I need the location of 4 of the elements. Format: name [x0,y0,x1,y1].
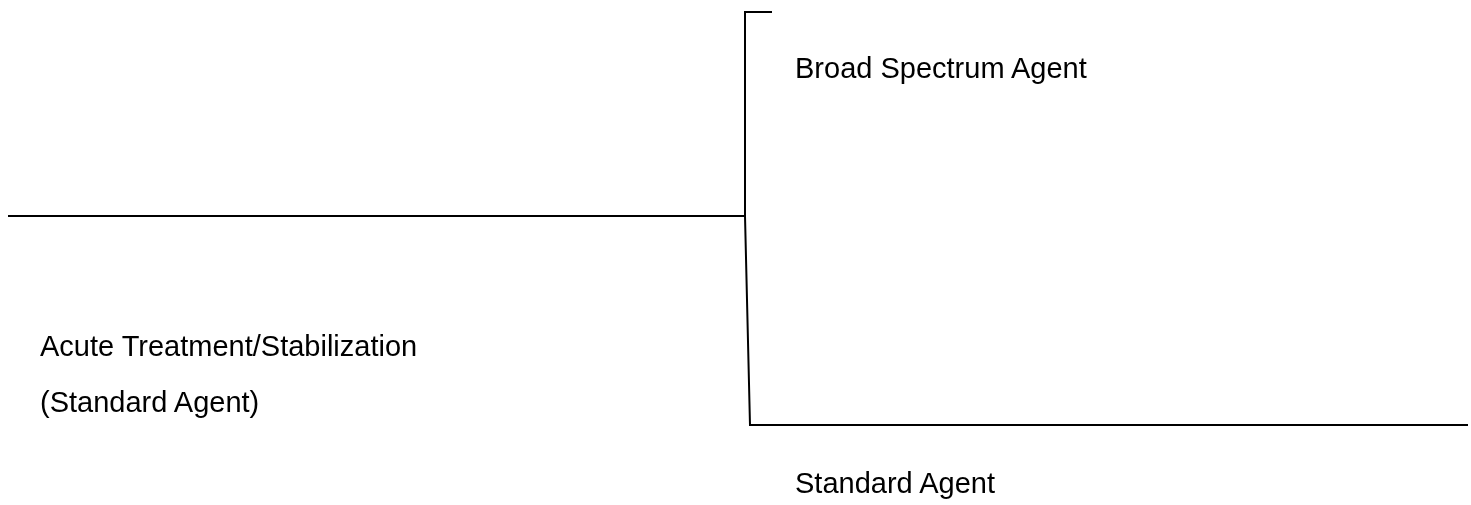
branch-text: Broad Spectrum Agent [772,12,1332,96]
branch-line [7,215,1469,426]
branch-text: Standard Agent [750,425,1468,505]
phase-label: Acute Treatment/Stabilization (Standard Agent) [40,329,419,420]
